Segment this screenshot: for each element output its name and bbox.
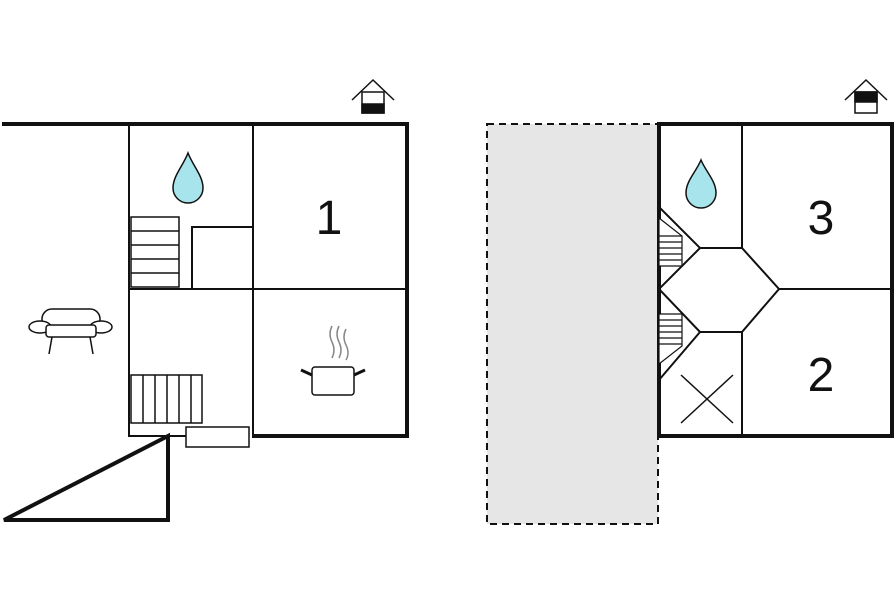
- stairs-icon: [658, 313, 683, 366]
- stairs-icon: [658, 216, 683, 267]
- ground-floor-outer-wall: [2, 122, 409, 522]
- room-number-2: 2: [808, 349, 835, 402]
- house-icon: [844, 78, 888, 114]
- room-number-3: 3: [808, 192, 835, 245]
- upper-floor-outer-wall: [657, 122, 894, 438]
- water-drop-icon: [172, 150, 204, 204]
- void-cross-icon: [680, 374, 734, 424]
- upper-floor-plan: 3 2: [486, 78, 894, 525]
- sofa-icon: [28, 308, 113, 355]
- open-area: [486, 123, 659, 525]
- house-icon: [351, 78, 395, 114]
- water-drop-icon: [685, 158, 717, 209]
- cooking-pot-icon: [300, 325, 366, 396]
- entrance-step: [185, 426, 250, 448]
- room-number-1: 1: [316, 192, 343, 245]
- ground-floor-plan: 1: [2, 78, 409, 522]
- ground-floor-interior-walls: [128, 123, 408, 437]
- upper-floor-interior-walls: [657, 123, 893, 437]
- stairs-icon: [130, 374, 203, 424]
- stairs-icon: [130, 216, 180, 288]
